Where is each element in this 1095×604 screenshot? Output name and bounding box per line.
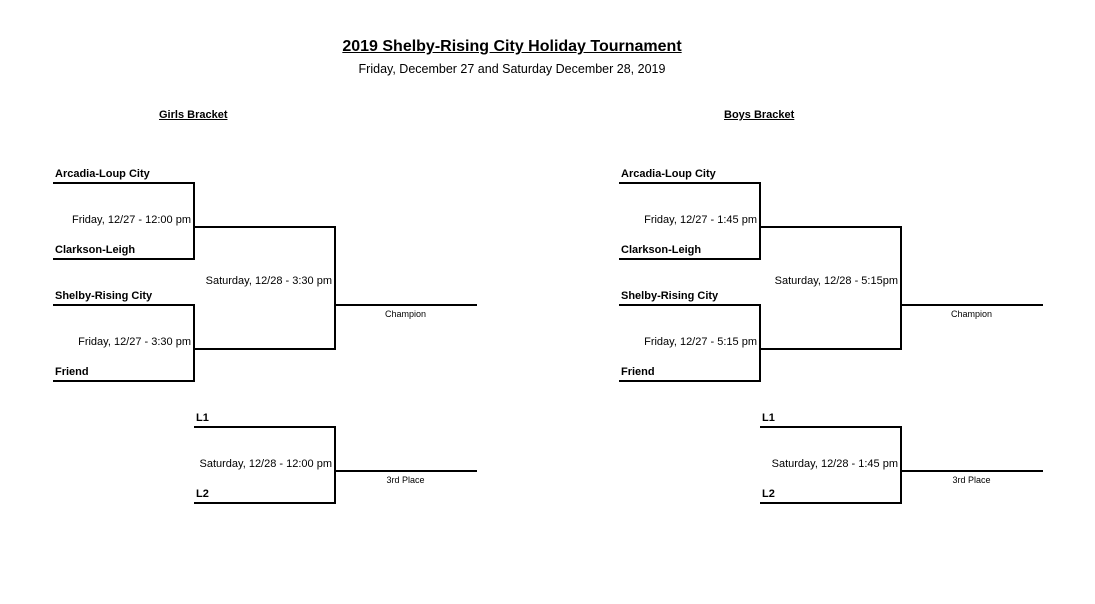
girls-team-shelby-rising-city: Shelby-Rising City (55, 290, 153, 302)
girls-line-team3 (53, 304, 195, 306)
boys-game1-time: Friday, 12/27 - 1:45 pm (644, 214, 757, 226)
girls-connector-game2 (193, 304, 195, 382)
girls-final-time: Saturday, 12/28 - 3:30 pm (205, 275, 332, 287)
boys-team-shelby-rising-city: Shelby-Rising City (621, 290, 719, 302)
girls-line-loser2 (194, 502, 336, 504)
boys-third-game-time: Saturday, 12/28 - 1:45 pm (771, 458, 898, 470)
boys-game2-time: Friday, 12/27 - 5:15 pm (644, 336, 757, 348)
boys-team-friend: Friend (621, 366, 655, 378)
girls-line-team4 (53, 380, 195, 382)
girls-bracket-label: Girls Bracket (159, 109, 228, 121)
boys-champion-label: Champion (950, 309, 993, 319)
boys-team-arcadia-loup-city: Arcadia-Loup City (621, 168, 716, 180)
boys-line-team2 (619, 258, 761, 260)
girls-game1-time: Friday, 12/27 - 12:00 pm (71, 214, 191, 226)
boys-line-champion (900, 304, 1043, 306)
boys-line-winner2 (759, 348, 902, 350)
girls-line-loser1 (194, 426, 336, 428)
boys-third-place-label: 3rd Place (952, 475, 991, 485)
girls-connector-final (334, 226, 336, 350)
boys-loser2: L2 (762, 488, 775, 500)
page-subtitle: Friday, December 27 and Saturday Decembe… (358, 62, 666, 76)
girls-team-clarkson-leigh: Clarkson-Leigh (55, 244, 136, 256)
girls-line-team1 (53, 182, 195, 184)
girls-line-champion (334, 304, 477, 306)
boys-loser1: L1 (762, 412, 775, 424)
girls-line-winner2 (193, 348, 336, 350)
girls-loser1: L1 (196, 412, 209, 424)
girls-third-place-label: 3rd Place (386, 475, 425, 485)
boys-connector-game1 (759, 182, 761, 260)
boys-final-time: Saturday, 12/28 - 5:15pm (774, 275, 898, 287)
girls-team-friend: Friend (55, 366, 89, 378)
boys-line-team4 (619, 380, 761, 382)
boys-line-loser2 (760, 502, 902, 504)
boys-line-team3 (619, 304, 761, 306)
girls-loser2: L2 (196, 488, 209, 500)
boys-connector-third (900, 426, 902, 504)
boys-line-third (900, 470, 1043, 472)
boys-connector-final (900, 226, 902, 350)
page-title: 2019 Shelby-Rising City Holiday Tourname… (342, 38, 682, 55)
girls-connector-game1 (193, 182, 195, 260)
girls-line-winner1 (193, 226, 336, 228)
boys-line-loser1 (760, 426, 902, 428)
girls-game2-time: Friday, 12/27 - 3:30 pm (78, 336, 191, 348)
boys-line-team1 (619, 182, 761, 184)
girls-third-game-time: Saturday, 12/28 - 12:00 pm (199, 458, 333, 470)
boys-bracket-label: Boys Bracket (724, 109, 795, 121)
girls-champion-label: Champion (384, 309, 427, 319)
boys-line-winner1 (759, 226, 902, 228)
girls-connector-third (334, 426, 336, 504)
girls-line-third (334, 470, 477, 472)
boys-team-clarkson-leigh: Clarkson-Leigh (621, 244, 702, 256)
boys-connector-game2 (759, 304, 761, 382)
girls-team-arcadia-loup-city: Arcadia-Loup City (55, 168, 150, 180)
girls-line-team2 (53, 258, 195, 260)
